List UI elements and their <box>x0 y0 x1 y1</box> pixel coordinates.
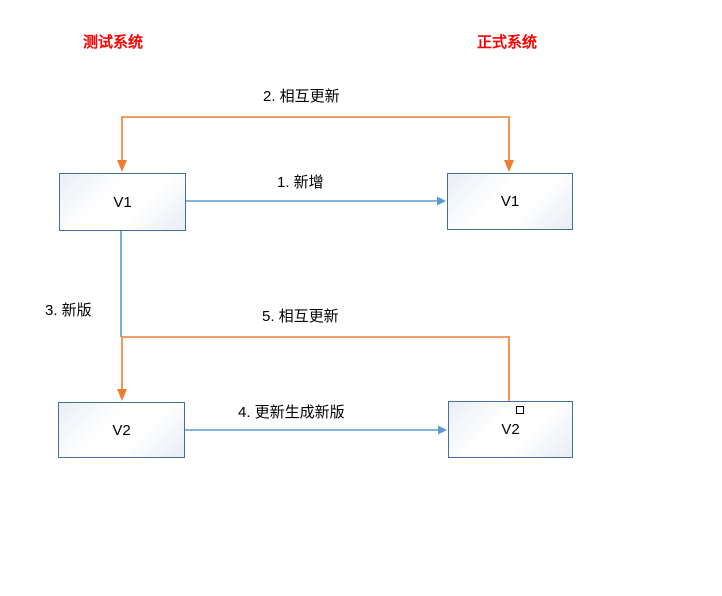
edge-label-new-version: 3. 新版 <box>45 302 92 319</box>
edge-label-mutual-update-top: 2. 相互更新 <box>263 88 340 105</box>
arrowhead-update-generate <box>438 425 447 435</box>
arrowhead-mutual-update-top-right <box>504 160 514 172</box>
node-test-v1: V1 <box>59 173 186 231</box>
node-prod-v1-label: V1 <box>500 193 520 210</box>
edge-label-mutual-update-bottom: 5. 相互更新 <box>262 308 339 325</box>
connector-mutual-update-bottom <box>121 336 510 401</box>
arrowhead-mutual-update-top-left <box>117 160 127 172</box>
header-test-system: 测试系统 <box>83 34 144 51</box>
node-prod-v2-label: V2 <box>501 421 520 438</box>
node-prod-v2: V2 <box>448 401 573 458</box>
edge-label-update-generate: 4. 更新生成新版 <box>238 404 345 421</box>
arrowhead-mutual-update-bottom <box>117 389 127 401</box>
edge-label-add-new: 1. 新增 <box>277 174 324 191</box>
node-test-v2-label: V2 <box>112 421 131 439</box>
connector-mutual-update-top <box>121 116 510 162</box>
small-square-glyph <box>516 406 524 414</box>
node-prod-v1: V1 <box>447 173 573 230</box>
node-test-v2: V2 <box>58 402 185 458</box>
arrowhead-add-new <box>437 196 446 206</box>
node-test-v1-label: V1 <box>113 193 132 211</box>
header-prod-system: 正式系统 <box>477 34 538 51</box>
